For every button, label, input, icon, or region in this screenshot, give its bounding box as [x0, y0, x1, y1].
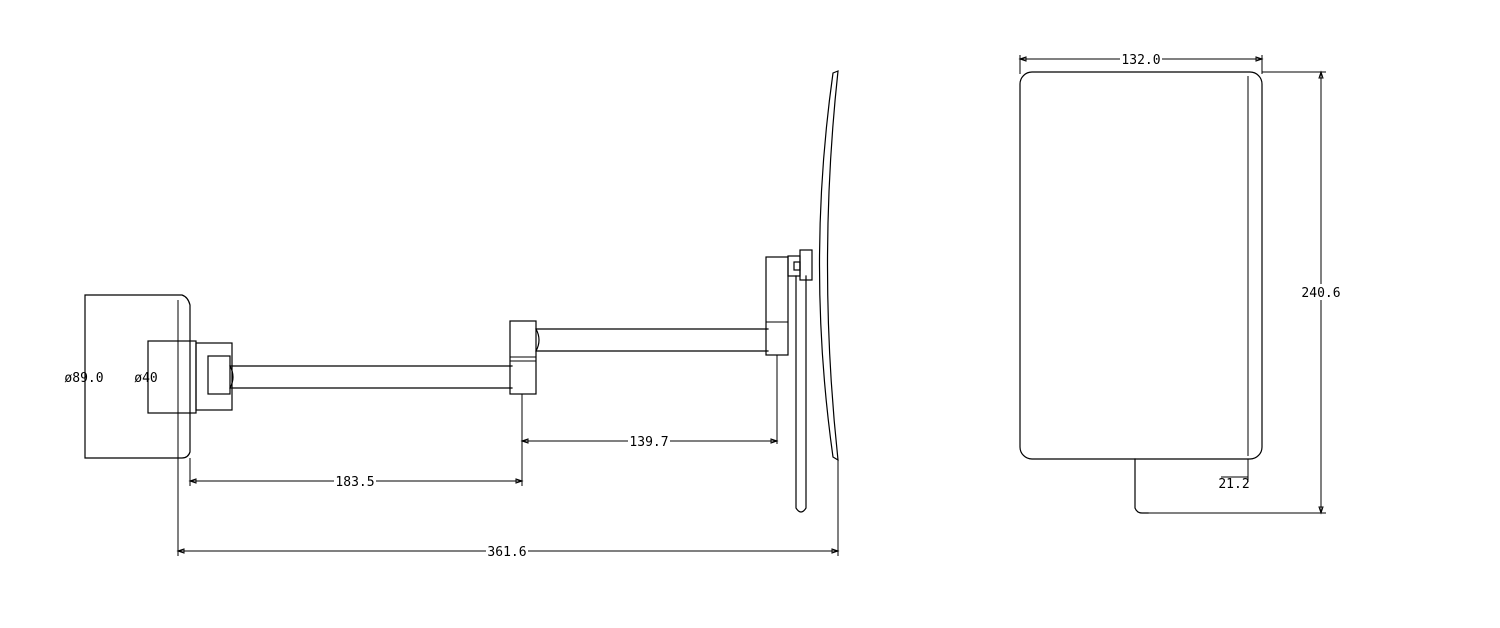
dim-arm-length: 183.5	[188, 444, 524, 490]
dim-height: 240.6	[1142, 70, 1343, 515]
dim-second-arm-label: 139.7	[629, 435, 668, 450]
mirror-face	[1019, 71, 1263, 460]
dim-width: 132.0	[1018, 51, 1264, 74]
dim-base-diameter-label: ø89.0	[64, 371, 103, 386]
dim-arm-length-label: 183.5	[335, 475, 374, 490]
dim-total-length-label: 361.6	[487, 545, 526, 560]
second-arm	[535, 328, 769, 352]
mirror-stem	[795, 275, 807, 513]
front-stem	[1134, 458, 1149, 514]
dim-total-length: 361.6	[176, 458, 840, 560]
dim-height-label: 240.6	[1301, 286, 1340, 301]
front-view: 132.0 240.6 21.2	[1018, 51, 1343, 515]
dim-depth: 21.2	[1218, 459, 1250, 492]
dim-second-arm: 139.7	[520, 432, 779, 450]
dim-depth-label: 21.2	[1218, 477, 1249, 492]
mirror-profile	[818, 70, 839, 462]
dim-neck-diameter-label: ø40	[134, 371, 157, 386]
first-arm	[229, 365, 513, 389]
wall-base-plate	[84, 294, 191, 459]
dim-width-label: 132.0	[1121, 53, 1160, 68]
side-view: 183.5 139.7 361.6 ø89.0 ø40	[64, 70, 840, 560]
end-joint	[765, 256, 789, 356]
